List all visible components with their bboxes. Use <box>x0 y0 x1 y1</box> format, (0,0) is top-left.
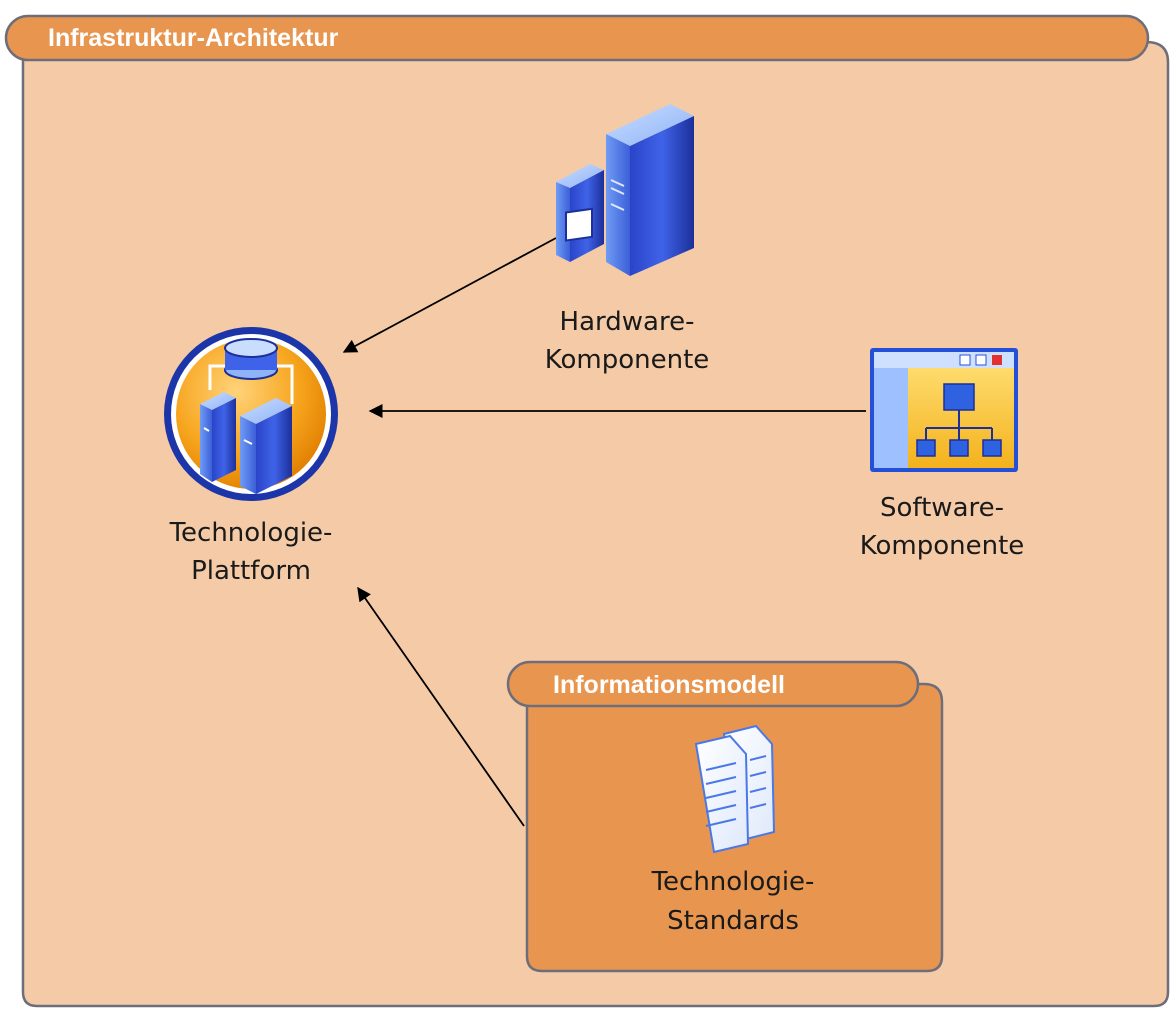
node-technology-standards[interactable]: Technologie- Standards <box>651 724 815 936</box>
outer-group-title: Infrastruktur-Architektur <box>48 24 339 52</box>
server-tower-icon <box>556 104 694 276</box>
software-label-line2: Komponente <box>860 531 1025 561</box>
platform-label-line1: Technologie- <box>169 518 333 548</box>
edges <box>342 237 866 827</box>
application-window-hierarchy-icon <box>870 348 1018 472</box>
edge-standards-to-platform <box>357 586 525 827</box>
standards-label-line2: Standards <box>667 906 799 936</box>
inner-group-header <box>506 660 920 708</box>
edge-hardware-to-platform <box>342 237 557 353</box>
technology-platform-icon <box>164 327 338 501</box>
information-model-group[interactable]: Informationsmodell Technologie- Standard… <box>506 660 944 973</box>
node-technology-platform[interactable]: Technologie- Plattform <box>164 327 338 586</box>
outer-group-header <box>4 14 1150 62</box>
inner-group-title: Informationsmodell <box>553 671 785 699</box>
hardware-label-line1: Hardware- <box>560 307 695 337</box>
hardware-label-line2: Komponente <box>545 345 710 375</box>
platform-label-line2: Plattform <box>191 556 311 586</box>
node-software-component[interactable]: Software- Komponente <box>860 348 1025 561</box>
documents-icon <box>694 724 776 854</box>
standards-label-line1: Technologie- <box>651 867 815 897</box>
node-hardware-component[interactable]: Hardware- Komponente <box>545 104 710 375</box>
software-label-line1: Software- <box>880 493 1004 523</box>
